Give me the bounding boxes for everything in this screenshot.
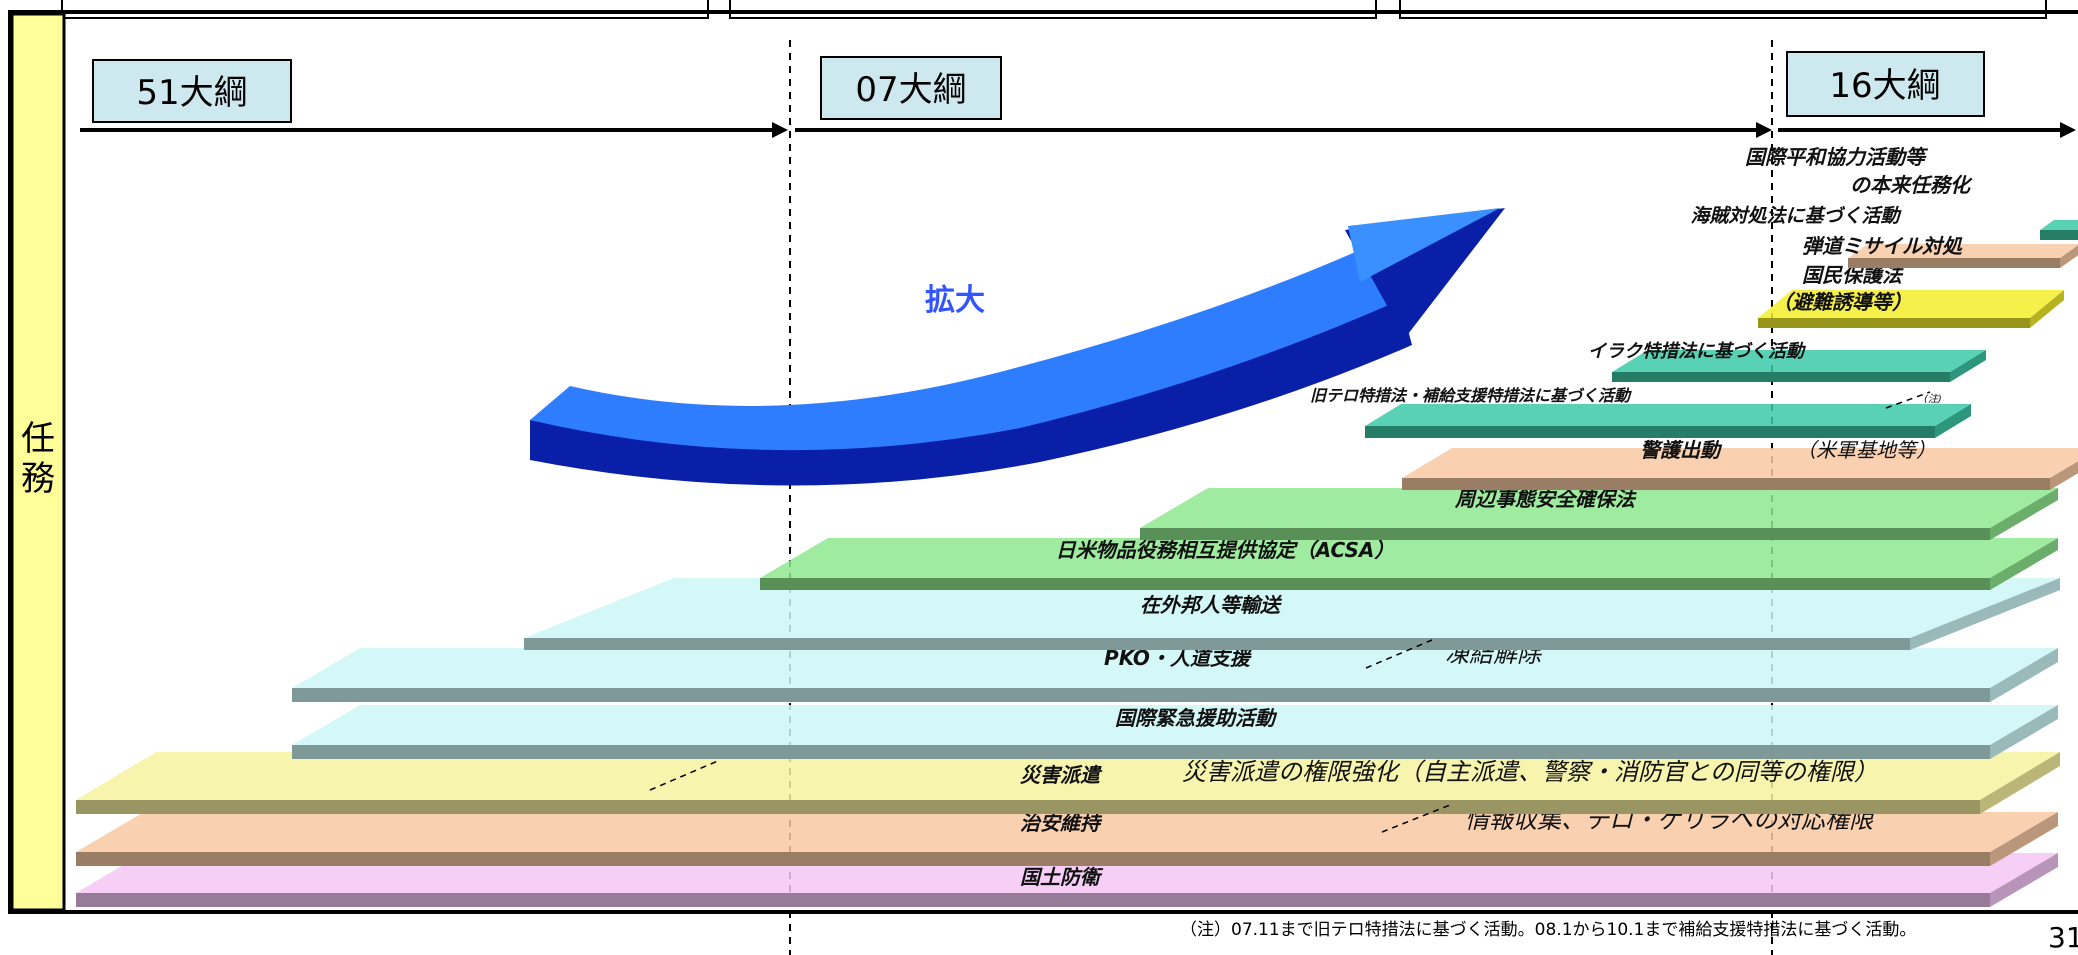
layer-8: 周辺事態安全確保法 <box>1140 487 2058 540</box>
layer-slab-side <box>1990 538 2058 590</box>
layer-label: 弾道ミサイル対処 <box>1802 234 1963 258</box>
layer-slab-side <box>1990 648 2058 702</box>
layer-label: イラク特措法に基づく活動 <box>1588 341 1807 362</box>
callout-leaders <box>649 391 1931 833</box>
side-label-1: 任 <box>21 419 55 459</box>
timeline <box>80 122 2076 138</box>
layer-slab-front <box>292 745 1990 759</box>
layer-slab-top <box>292 648 2058 688</box>
page-number: 31 <box>2048 921 2078 954</box>
svg-text:07大綱: 07大綱 <box>855 70 966 110</box>
layer-note: の本来任務化 <box>1850 173 1973 197</box>
layer-slab-top <box>76 812 2058 852</box>
layer-slab-front <box>1848 258 2060 268</box>
layer-slab-side <box>1980 752 2060 814</box>
side-label-2: 務 <box>21 459 55 499</box>
layer-5: PKO・人道支援凍結解除 <box>292 640 2058 702</box>
expansion-label: 拡大 <box>925 283 985 318</box>
layer-slab-front <box>760 578 1990 590</box>
footnote: （注）07.11まで旧テロ特措法に基づく活動。08.1から10.1まで補給支援特… <box>1180 920 1916 940</box>
layer-slab-side <box>2030 290 2064 328</box>
layer-slab-top <box>1848 244 2078 258</box>
layer-slab-top <box>292 705 2058 745</box>
layer-slab-front <box>76 852 1990 866</box>
header-box-3 <box>1399 0 2047 19</box>
layer-label: 警護出動 <box>1640 438 1723 462</box>
layer-slab-top <box>2040 220 2078 230</box>
svg-text:51大綱: 51大綱 <box>136 73 247 113</box>
layer-label: 周辺事態安全確保法 <box>1454 487 1637 511</box>
layer-slab-top <box>1402 448 2078 478</box>
layer-slab-side <box>1990 853 2058 907</box>
layer-label: 災害派遣 <box>1020 763 1103 787</box>
expansion-arrow <box>530 208 1505 486</box>
layer-4: 国際緊急援助活動 <box>292 705 2058 759</box>
mission-layers: 国土防衛治安維持情報収集、テロ・ゲリラへの対応権限 災害派遣 災害派遣の権限強化（自… <box>76 145 2078 907</box>
layer-slab-top <box>1140 488 2058 528</box>
layer-slab-side <box>1990 812 2058 866</box>
layer-label: 旧テロ特措法・補給支援特措法に基づく活動 <box>1310 386 1632 405</box>
layer-slab-side <box>1990 705 2058 759</box>
era-box-16: 16大綱 <box>1786 51 1985 117</box>
layer-slab-front <box>1612 372 1950 382</box>
layer-slab-front <box>1365 426 1935 438</box>
layer-slab-top <box>1758 290 2064 318</box>
layer-slab-top <box>76 752 2060 800</box>
layer-14: 海賊対処法に基づく活動 <box>1690 205 2078 240</box>
layer-slab-front <box>1758 318 2030 328</box>
layer-label: 国際平和協力活動等 <box>1745 145 1929 169</box>
layer-label: 在外邦人等輸送 <box>1140 593 1283 617</box>
svg-text:16大綱: 16大綱 <box>1829 66 1940 106</box>
layer-note: (注) <box>1924 393 1942 405</box>
layer-slab-top <box>524 578 2060 638</box>
layer-note: 災害派遣の権限強化（自主派遣、警察・消防官との同等の権限） <box>1182 758 1878 786</box>
layer-label: 海賊対処法に基づく活動 <box>1690 205 1902 227</box>
layer-label: 国土防衛 <box>1020 865 1104 889</box>
layer-label: 日米物品役務相互提供協定（ACSA） <box>1056 538 1395 562</box>
header-box-1 <box>61 0 709 19</box>
era-box-07: 07大綱 <box>820 56 1002 120</box>
layer-slab-top <box>1365 404 1971 426</box>
layer-note: （避難誘導等） <box>1772 290 1912 314</box>
layer-slab-front <box>292 688 1990 702</box>
layer-3: 災害派遣 災害派遣の権限強化（自主派遣、警察・消防官との同等の権限） <box>76 752 2060 814</box>
layer-7: 日米物品役務相互提供協定（ACSA） <box>760 538 2058 590</box>
layer-label: 治安維持 <box>1020 811 1103 835</box>
layer-slab-side <box>1935 404 1971 438</box>
layer-slab-side <box>1990 488 2058 540</box>
layer-9: 警護出動 （米軍基地等） <box>1402 438 2078 490</box>
layer-2: 治安維持情報収集、テロ・ゲリラへの対応権限 <box>76 806 2058 866</box>
layer-6: 在外邦人等輸送 <box>524 578 2060 650</box>
layer-11: イラク特措法に基づく活動 <box>1588 341 1986 382</box>
side-bar <box>10 12 66 912</box>
layer-slab-front <box>76 893 1990 907</box>
layer-slab-side <box>2050 461 2078 490</box>
layer-slab-front <box>524 638 1910 650</box>
layer-slab-side <box>1910 578 2060 650</box>
layer-slab-front <box>1402 478 2050 490</box>
layer-slab-front <box>2040 230 2078 240</box>
layer-10: 旧テロ特措法・補給支援特措法に基づく活動 (注) <box>1310 386 1971 438</box>
layer-slab-top <box>760 538 2058 578</box>
layer-slab-side <box>1950 350 1986 382</box>
layer-note: （米軍基地等） <box>1796 438 1936 462</box>
layer-13: 弾道ミサイル対処 <box>1802 234 2078 268</box>
header-box-2 <box>729 0 1377 19</box>
layer-slab-top <box>1612 350 1986 372</box>
main-frame <box>8 10 2078 914</box>
layer-label: 国際緊急援助活動 <box>1115 706 1278 730</box>
layer-slab-front <box>1140 528 1990 540</box>
layer-slab-side <box>2060 245 2078 268</box>
layer-slab-front <box>76 800 1980 814</box>
layer-12: 国民保護法（避難誘導等） <box>1758 263 2064 328</box>
era-box-51: 51大綱 <box>92 59 292 123</box>
